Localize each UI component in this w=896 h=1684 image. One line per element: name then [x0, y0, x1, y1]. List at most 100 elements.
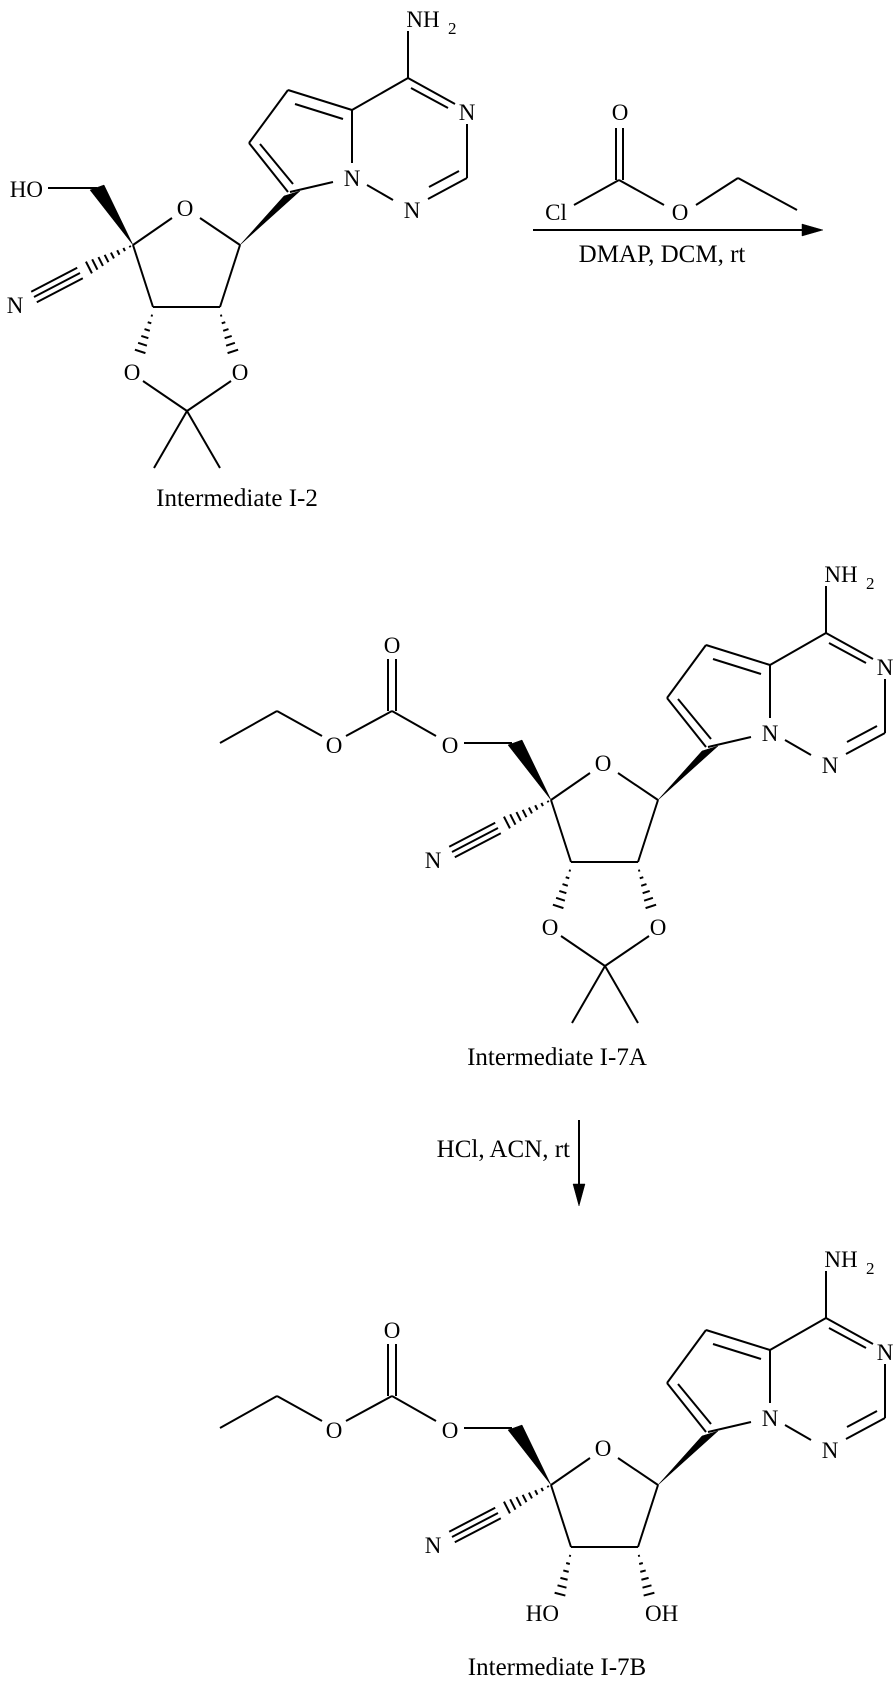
hashed-bond-hydroxyl [644, 1593, 655, 1596]
step-1-conditions: DMAP, DCM, rt [579, 241, 746, 268]
step-2-conditions: HCl, ACN, rt [437, 1136, 570, 1163]
hashed-bond-acetonide [566, 877, 570, 878]
structure-intermediate-i-7a: NH 2 N N N O N O O O O O [220, 562, 894, 1023]
carbonate-bond [346, 1396, 392, 1421]
triazine-n1-label: N [822, 753, 839, 778]
hashed-bond-nitrile [548, 1486, 549, 1488]
hashed-bond-nitrile [510, 1499, 515, 1509]
hashed-bond-nitrile [541, 803, 543, 806]
bond [551, 1458, 590, 1485]
caption-intermediate-i-2: Intermediate I-2 [156, 485, 318, 512]
nitrile-n-label: N [7, 293, 24, 318]
acetonide-bond [187, 381, 231, 411]
hashed-bond-acetonide [553, 905, 564, 908]
hashed-bond-hydroxyl [640, 1570, 645, 1571]
bond [551, 1485, 571, 1547]
triazine-n3-label: N [459, 100, 476, 125]
wedge-bond-glycosidic [658, 1431, 718, 1485]
acetonide-o-right-label: O [232, 360, 249, 385]
bond [785, 1425, 811, 1440]
hashed-bond-acetonide [638, 870, 640, 871]
triazine-n1-label: N [404, 198, 421, 223]
hashed-bond-nitrile [504, 1502, 510, 1514]
reagent-carbonyl-oxygen-label: O [612, 100, 629, 125]
acetonide-o-left-label: O [542, 915, 559, 940]
bond [638, 1485, 658, 1547]
hashed-bond-nitrile [504, 817, 510, 829]
link-oxygen-label: O [442, 733, 459, 758]
bond [667, 1383, 706, 1432]
hashed-bond-hydroxyl [555, 1593, 566, 1596]
amine-subscript: 2 [866, 1259, 875, 1278]
reagent-bond [738, 178, 797, 210]
triazine-n3-label: N [877, 1340, 894, 1365]
bond [249, 90, 288, 143]
nitrile-triple-bond [449, 1508, 495, 1532]
hashed-bond-nitrile [92, 259, 97, 269]
reagent-ester-oxygen-label: O [672, 200, 689, 225]
acetonide-bond [187, 411, 220, 468]
hashed-bond-nitrile [105, 255, 109, 262]
nitrile-triple-bond [452, 828, 498, 852]
hashed-bond-acetonide [135, 350, 146, 353]
hashed-bond-nitrile [529, 1493, 532, 1499]
wedge-bond-c5 [508, 740, 551, 800]
bond [295, 104, 343, 119]
reagent-ethyl-chloroformate: O Cl O [545, 100, 797, 225]
hashed-bond-acetonide [563, 884, 568, 886]
hashed-bond-acetonide [138, 343, 147, 346]
hashed-bond-acetonide [222, 322, 226, 323]
ring-oxygen-label: O [595, 1436, 612, 1461]
bond [708, 737, 751, 747]
carbonyl-oxygen-label: O [384, 633, 401, 658]
ester-oxygen-label: O [326, 733, 343, 758]
reaction-arrow-step-1 [533, 224, 823, 236]
hydroxyl-label: HO [10, 177, 43, 202]
hashed-bond-acetonide [228, 350, 239, 353]
reagent-bond [574, 180, 619, 205]
bond [200, 218, 240, 245]
hashed-bond-hydroxyl [639, 1563, 643, 1564]
hashed-bond-nitrile [516, 812, 521, 821]
bond [133, 245, 153, 307]
hashed-bond-hydroxyl [560, 1578, 567, 1580]
carbonate-bond [277, 711, 322, 736]
hashed-bond-nitrile [548, 801, 549, 803]
hydroxyl-right-label: OH [645, 1601, 678, 1626]
structure-intermediate-i-7b: NH 2 N N N O N O O O HO OH [220, 1247, 894, 1626]
caption-intermediate-i-7b: Intermediate I-7B [468, 1654, 646, 1681]
hashed-bond-nitrile [123, 248, 125, 251]
amine-subscript: 2 [866, 574, 875, 593]
wedge-bond-c5 [508, 1425, 551, 1485]
bond [770, 1318, 826, 1350]
hashed-bond-nitrile [86, 262, 92, 274]
acetonide-bond [143, 381, 187, 411]
amine-subscript: 2 [448, 19, 457, 38]
bond [618, 773, 658, 800]
nitrile-n-label: N [425, 1533, 442, 1558]
bond [667, 1330, 706, 1383]
acetonide-o-left-label: O [124, 360, 141, 385]
triazine-n1-label: N [822, 1438, 839, 1463]
bond [428, 178, 467, 199]
link-oxygen-label: O [442, 1418, 459, 1443]
hydroxyl-left-label: HO [526, 1601, 559, 1626]
acetonide-bond [605, 936, 649, 966]
bond [713, 1344, 761, 1359]
hashed-bond-acetonide [643, 891, 650, 893]
bond [133, 218, 172, 245]
hashed-bond-acetonide [220, 315, 222, 316]
hashed-bond-acetonide [148, 322, 152, 323]
hashed-bond-acetonide [223, 329, 228, 331]
bond [708, 1422, 751, 1432]
hashed-bond-nitrile [535, 805, 537, 810]
reagent-bond [619, 180, 664, 205]
hashed-bond-nitrile [117, 250, 119, 255]
nitrile-triple-bond [455, 1518, 501, 1542]
hashed-bond-acetonide [641, 884, 646, 886]
caption-intermediate-i-7a: Intermediate I-7A [467, 1044, 647, 1071]
bond [667, 698, 706, 747]
hashed-bond-hydroxyl [563, 1570, 568, 1571]
bond [249, 143, 288, 192]
